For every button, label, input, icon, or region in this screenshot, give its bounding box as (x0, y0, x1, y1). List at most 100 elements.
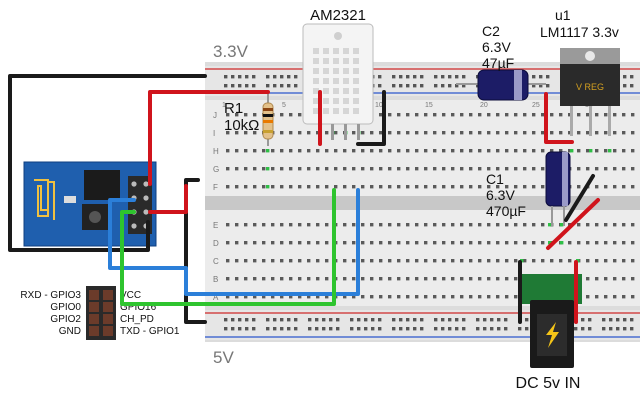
breadboard-hole (462, 75, 466, 79)
c1-ref: C1 (486, 171, 504, 187)
breadboard-hole (631, 259, 635, 263)
breadboard-hole (595, 149, 599, 153)
breadboard-hole (523, 167, 527, 171)
breadboard-hole (623, 75, 627, 79)
breadboard-hole (577, 241, 581, 245)
breadboard-hole (442, 277, 446, 281)
breadboard-hole (568, 113, 572, 117)
breadboard-hole (316, 241, 320, 245)
breadboard-hole (623, 84, 627, 88)
pinout-pin (103, 314, 113, 324)
breadboard-hole (370, 185, 374, 189)
breadboard-hole (622, 185, 626, 189)
breadboard-hole (379, 167, 383, 171)
breadboard-hole (231, 327, 235, 331)
breadboard-hole (433, 259, 437, 263)
breadboard-hole (532, 167, 536, 171)
breadboard-hole (307, 223, 311, 227)
chip-mark (89, 211, 101, 223)
breadboard-hole (325, 167, 329, 171)
breadboard-hole (415, 295, 419, 299)
breadboard-hole (604, 185, 608, 189)
sensor-vent (353, 68, 359, 74)
breadboard-hole (451, 295, 455, 299)
breadboard-hole (235, 241, 239, 245)
breadboard-hole (469, 131, 473, 135)
breadboard-hole (235, 277, 239, 281)
breadboard-hole (262, 185, 266, 189)
breadboard-hole (253, 149, 257, 153)
pinout-label-left: GPIO2 (50, 314, 81, 325)
jack-pcb (522, 274, 582, 304)
breadboard-hole (226, 277, 230, 281)
breadboard-hole (379, 131, 383, 135)
pinout-label-left: GND (59, 326, 81, 337)
breadboard-hole (273, 327, 277, 331)
breadboard-hole (505, 223, 509, 227)
breadboard-hole (433, 295, 437, 299)
breadboard-hole (588, 318, 592, 322)
breadboard-hole (505, 113, 509, 117)
regulator-pin (589, 106, 592, 136)
sensor-vent (313, 48, 319, 54)
capacitor-c2 (456, 69, 546, 101)
breadboard-hole (496, 149, 500, 153)
breadboard-hole (496, 277, 500, 281)
breadboard-hole (397, 167, 401, 171)
breadboard-hole (378, 75, 382, 79)
breadboard-hole (334, 167, 338, 171)
breadboard-hole (441, 84, 445, 88)
breadboard-hole (271, 241, 275, 245)
breadboard-hole (424, 167, 428, 171)
breadboard-hole (406, 185, 410, 189)
breadboard-hole (581, 318, 585, 322)
pinout-pin (103, 290, 113, 300)
breadboard-hole (316, 277, 320, 281)
breadboard-hole (424, 277, 428, 281)
breadboard-hole (631, 131, 635, 135)
sensor-vent (333, 48, 339, 54)
breadboard-hole (496, 131, 500, 135)
breadboard-hole (388, 149, 392, 153)
breadboard-hole (406, 149, 410, 153)
breadboard-hole (252, 75, 256, 79)
breadboard-hole (413, 327, 417, 331)
breadboard-hole (289, 241, 293, 245)
breadboard-hole (455, 318, 459, 322)
pinout-label-right: GPIO16 (120, 302, 157, 313)
column-number: 1 (222, 102, 226, 109)
breadboard-hole (262, 241, 266, 245)
breadboard-hole (460, 295, 464, 299)
breadboard-hole (559, 131, 563, 135)
pinout-pin (103, 326, 113, 336)
breadboard-hole (487, 131, 491, 135)
c1-voltage: 6.3V (486, 187, 515, 203)
column-number: 25 (532, 102, 540, 109)
c2-voltage: 6.3V (482, 39, 511, 55)
breadboard-hole (379, 149, 383, 153)
breadboard-hole (532, 113, 536, 117)
breadboard-hole (577, 113, 581, 117)
row-letter: I (213, 129, 215, 138)
breadboard-hole (505, 167, 509, 171)
sensor-vent (353, 48, 359, 54)
breadboard-hole (497, 327, 501, 331)
breadboard-hole (433, 167, 437, 171)
breadboard-hole (231, 318, 235, 322)
breadboard-hole (226, 295, 230, 299)
breadboard-hole (548, 241, 552, 245)
breadboard-hole (370, 149, 374, 153)
sensor-vent (313, 108, 319, 114)
breadboard-hole (532, 149, 536, 153)
breadboard-hole (595, 241, 599, 245)
breadboard-hole (613, 223, 617, 227)
breadboard-hole (271, 185, 275, 189)
breadboard-hole (604, 131, 608, 135)
breadboard-hole (604, 223, 608, 227)
breadboard-hole (280, 84, 284, 88)
breadboard-hole (399, 318, 403, 322)
breadboard-hole (399, 75, 403, 79)
column-number: 10 (375, 102, 383, 109)
breadboard-hole (397, 295, 401, 299)
regulator-pin (608, 106, 611, 136)
